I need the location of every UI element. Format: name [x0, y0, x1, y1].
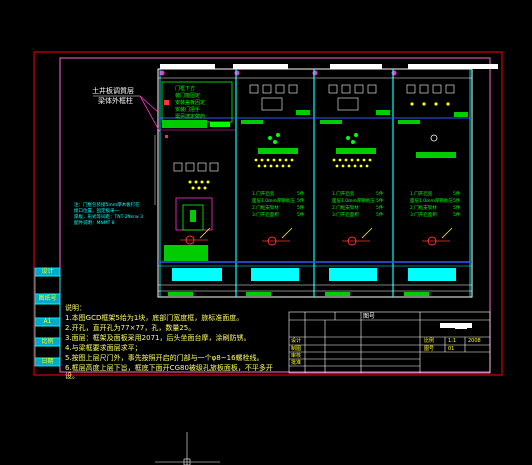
sheet-outer-frame — [33, 51, 503, 376]
left-note-4: 配件说明：MNMT 8 — [74, 221, 115, 226]
panel-2-detail — [241, 84, 310, 246]
panel-4-mark-3: 5件 — [453, 206, 461, 211]
notes-line-6: 6.框层高度上层下旨，框底下面开CG80被级孔旅板面板，不平多开 — [65, 364, 273, 372]
side-tab-3: A1 — [43, 318, 52, 325]
side-tab-4: 比例 — [41, 338, 54, 345]
panel-2-mark-1: 5件 — [297, 192, 305, 197]
panel-2-text-2: 面层1.0mm厚钢板压 — [252, 199, 295, 204]
notes-line-3: 3.面层：框架及面板采用2071，后头坐面台摩，涂刷防锈。 — [65, 334, 251, 342]
top-header-bars — [159, 64, 498, 76]
panel-2-text-3: 2.门框支架材 — [252, 206, 279, 211]
elevation-outline — [157, 68, 473, 298]
left-note-3: 厚板，形式等间距：TNT-2Nsrw 3 — [74, 215, 143, 220]
notes-line-4: 4.与梁框要求面层求平； — [65, 344, 142, 352]
panel-4-text-2: 面层1.0mm厚钢板压 — [410, 199, 453, 204]
title-block-right-val-3: 2008 — [468, 338, 481, 344]
side-tab-1: 设计 — [41, 268, 54, 275]
base-blocks — [168, 268, 456, 296]
title-block-right-label-2: 图号 — [424, 346, 435, 352]
panel-3-mark-3: 5件 — [376, 206, 384, 211]
horizontal-rails — [158, 77, 472, 292]
panel-2-mark-3: 5件 — [297, 206, 305, 211]
top-box-text-3: 安装盖板固定 — [175, 100, 206, 106]
side-tab-5: 日期 — [41, 358, 54, 365]
notes-line-1: 1.本图GCD框架5给为1块，底部门宽度框，旅标准面度。 — [65, 314, 244, 322]
panel-4-text-4: 3.门开启面积 — [410, 213, 437, 218]
callout-label-2: 梁体外框柱 — [98, 97, 133, 105]
left-note-1: 注：门框包装接5mm厚木板钉在 — [74, 203, 140, 208]
top-box-text-4: 安装门把手 — [175, 107, 201, 113]
panel-4-text-1: 1.门开启宽 — [410, 192, 433, 197]
panel-dividers — [159, 69, 471, 297]
title-block-row-2: 制图 — [291, 346, 302, 352]
panel-3-mark-1: 5件 — [376, 192, 384, 197]
title-block-name: 图号 — [363, 313, 376, 320]
title-block-right-val-1: 1:1 — [448, 338, 457, 344]
left-note-2: 接口位置，固定板采一 — [74, 209, 119, 214]
title-block-right-label-1: 比例 — [424, 338, 435, 344]
sheet-inner-frame — [59, 57, 491, 373]
left-panel-detail — [160, 81, 236, 261]
side-tab-frames — [34, 267, 61, 367]
title-block-row-3: 审核 — [291, 353, 302, 359]
notes-line-7: 设。 — [65, 372, 79, 380]
top-box-text-2: 装门窗固定 — [175, 93, 201, 99]
notes-line-2: 2.开孔，直开孔为77×77，孔，数量25。 — [65, 324, 196, 332]
panel-3-text-2: 面层1.0mm厚钢板压 — [332, 199, 375, 204]
top-box-text-1: 门框下方 — [175, 86, 196, 92]
notes-heading: 说明： — [65, 304, 86, 312]
panel-2-text-4: 3.门开启面积 — [252, 213, 279, 218]
title-block-logo — [440, 323, 472, 328]
side-tab-2: 图纸号 — [38, 295, 57, 302]
title-block-logo-small — [455, 327, 467, 329]
panel-3-text-3: 2.门框支架材 — [332, 206, 359, 211]
panel-4-text-3: 2.门框支架材 — [410, 206, 437, 211]
panel-4-detail — [398, 84, 468, 246]
panel-3-mark-4: 5件 — [376, 213, 384, 218]
callout-label-1: 土井板调質层 — [92, 87, 134, 95]
panel-3-text-1: 1.门开启宽 — [332, 192, 355, 197]
title-block-right-val-2: 01 — [448, 346, 455, 352]
panel-4-mark-1: 5件 — [453, 192, 461, 197]
ucs-crosshair-icon — [155, 432, 220, 465]
notes-line-5: 5.按图上层尺门外，事先按照开启的门部与一个φ8~16螺栓线。 — [65, 354, 264, 362]
panel-2-mark-4: 5件 — [297, 213, 305, 218]
panel-3-detail — [320, 84, 390, 246]
panel-4-mark-2: 5件 — [453, 199, 461, 204]
panel-2-mark-2: 5件 — [297, 199, 305, 204]
callout-leader — [93, 95, 169, 133]
panel-3-mark-2: 5件 — [376, 199, 384, 204]
title-block-row-4: 批准 — [291, 360, 302, 366]
title-block — [288, 311, 491, 374]
top-box-text-5: 需另选定做的 — [175, 114, 206, 120]
title-block-row-1: 设计 — [291, 338, 302, 344]
panel-3-text-4: 3.门开启面积 — [332, 213, 359, 218]
panel-4-mark-4: 5件 — [453, 213, 461, 218]
panel-2-text-1: 1.门开启宽 — [252, 192, 275, 197]
